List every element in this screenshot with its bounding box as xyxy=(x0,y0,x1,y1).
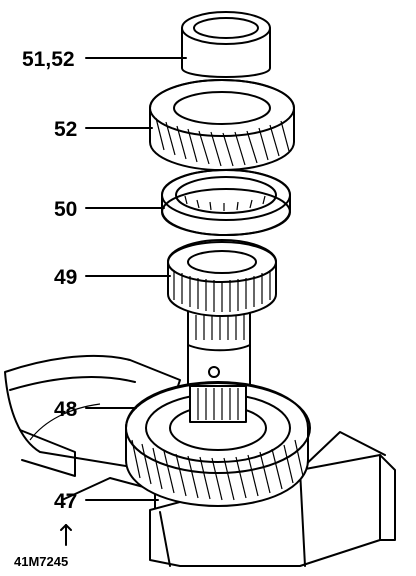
figure-id-marker xyxy=(60,524,72,546)
label-bearing: 51,52 xyxy=(22,48,75,71)
synchro-ring-50 xyxy=(161,169,291,236)
label-housing-47: 47 xyxy=(54,490,77,513)
label-gear-52: 52 xyxy=(54,118,77,141)
figure-id: 41M7245 xyxy=(14,554,68,569)
label-gear-49: 49 xyxy=(54,266,77,289)
gear-48 xyxy=(125,381,311,507)
label-ring-50: 50 xyxy=(54,198,77,221)
gear-49 xyxy=(167,239,277,317)
needle-bearing xyxy=(181,11,271,78)
gear-52 xyxy=(149,79,295,171)
label-gear-48: 48 xyxy=(54,398,78,421)
leader-lines xyxy=(85,57,187,501)
transmission-housing xyxy=(4,354,396,567)
